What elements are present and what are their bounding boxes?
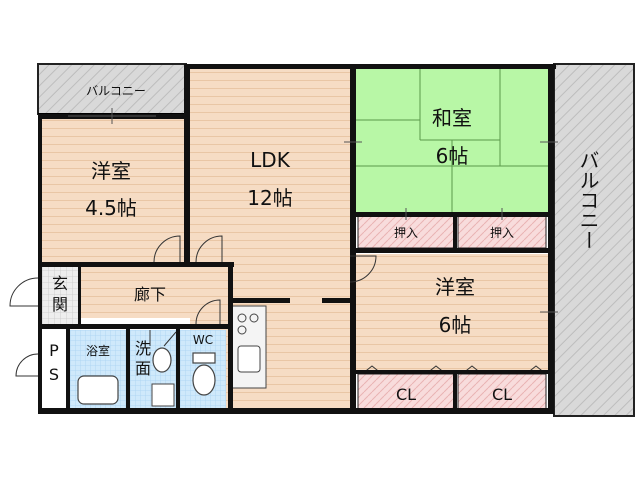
cl-left: CL <box>357 373 455 413</box>
wc: WC <box>180 330 226 408</box>
walls <box>38 64 556 414</box>
stove-burner-icon <box>237 325 247 335</box>
balcony-right-label: バルコニー <box>576 150 600 250</box>
kitchen-counter <box>231 305 267 389</box>
washroom: 洗 面 <box>130 330 176 408</box>
closet-right: 押入 <box>457 215 547 249</box>
cl-left-label: CL <box>396 385 416 404</box>
western-room-large-size: 6帖 <box>439 313 472 337</box>
bathtub-icon <box>77 375 119 405</box>
western-room-small: 洋室 4.5帖 <box>42 118 184 262</box>
washroom-label-2: 面 <box>135 359 151 378</box>
washroom-label-1: 洗 <box>135 339 151 358</box>
bathroom-label: 浴室 <box>86 343 110 358</box>
hallway: 廊下 <box>80 266 228 318</box>
ps-label-2: S <box>49 365 59 384</box>
toilet-tank-icon <box>192 352 216 364</box>
closet-left-label: 押入 <box>394 226 418 240</box>
wc-label: WC <box>193 333 213 347</box>
washer-pan-icon <box>151 383 175 407</box>
entrance: 玄 関 <box>42 266 78 326</box>
western-room-small-name: 洋室 <box>91 159 131 183</box>
washitsu-size: 6帖 <box>436 144 469 168</box>
ps-label-1: P <box>49 341 59 360</box>
closet-left: 押入 <box>357 215 455 249</box>
kitchen-sink-icon <box>237 345 261 373</box>
closet-right-label: 押入 <box>490 226 514 240</box>
balcony-top: バルコニー <box>37 63 187 115</box>
sink-icon <box>152 347 172 373</box>
western-room-small-size: 4.5帖 <box>85 196 137 220</box>
washitsu-name: 和室 <box>432 106 472 130</box>
balcony-right: バルコニー <box>553 63 635 417</box>
window-ticks <box>68 108 558 313</box>
bathroom: 浴室 <box>70 330 126 408</box>
toilet-icon <box>192 364 216 396</box>
entrance-label-2: 関 <box>52 295 68 314</box>
door-swings <box>9 235 377 377</box>
cl-right-label: CL <box>492 385 512 404</box>
washitsu-room: 和室 6帖 <box>356 68 548 212</box>
balcony-top-label: バルコニー <box>86 84 146 98</box>
western-room-large-name: 洋室 <box>435 275 475 299</box>
ps-shaft: P S <box>42 330 66 408</box>
hallway-label: 廊下 <box>134 285 166 304</box>
western-room-large: 洋室 6帖 <box>356 254 548 370</box>
stove-burner-icon <box>249 313 259 323</box>
ldk-size: 12帖 <box>247 186 292 210</box>
cl-right: CL <box>457 373 547 413</box>
ldk-name: LDK <box>250 148 291 172</box>
stove-burner-icon <box>237 313 247 323</box>
entrance-label-1: 玄 <box>52 274 68 293</box>
